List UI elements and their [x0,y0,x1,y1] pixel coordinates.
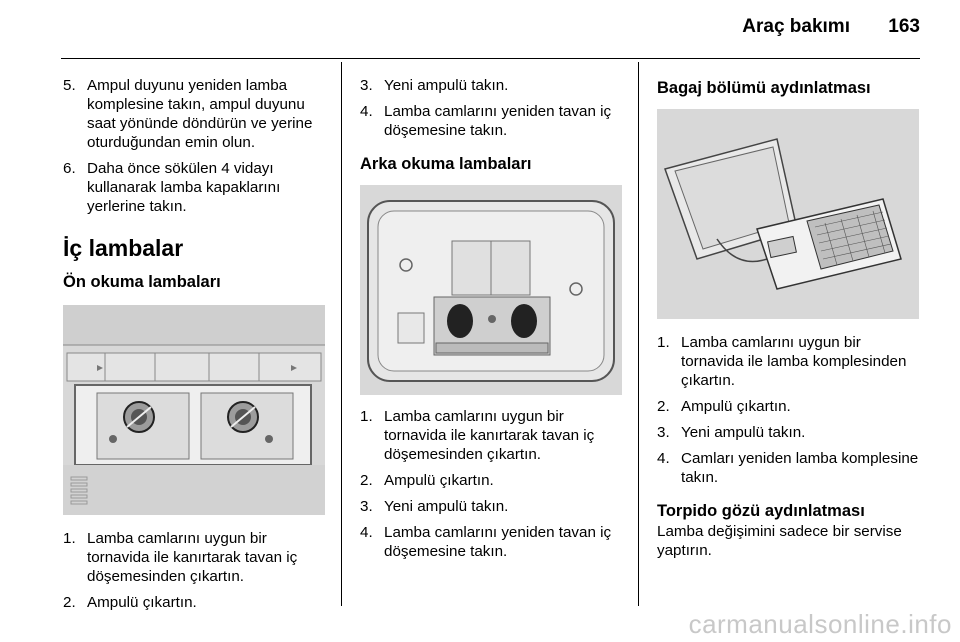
step-item: 2. Ampulü çıkartın. [360,471,622,490]
glovebox-lighting-text: Lamba değişimini sadece bir servise yapt… [657,523,902,559]
glovebox-lighting-title: Torpido gözü aydınlatması [657,502,865,520]
step-item: 5. Ampul duyunu yeniden lamba komplesine… [63,76,325,152]
step-item: 2. Ampulü çıkartın. [657,397,921,416]
step-text: Lamba camlarını uygun bir tornavida ile … [87,530,298,585]
step-text: Daha önce sökülen 4 vidayı kullanarak la… [87,160,281,215]
column-3: Bagaj bölümü aydınlatması 1. [657,76,921,560]
column-divider-1 [341,62,342,606]
trunk-lighting-figure [657,109,919,319]
column-divider-2 [638,62,639,606]
section-title: İç lambalar [63,235,184,261]
column-2: 3. Yeni ampulü takın. 4. Lamba camlarını… [360,76,622,568]
step-number: 3. [360,77,373,94]
step-item: 4. Camları yeniden lamba komplesine takı… [657,449,921,487]
step-item: 1. Lamba camlarını uygun bir tornavida i… [63,529,325,586]
step-text: Ampulü çıkartın. [87,594,197,611]
step-text: Yeni ampulü takın. [681,424,806,441]
page-header-title: Araç bakımı [742,16,850,37]
step-number: 1. [657,334,670,351]
step-item: 1. Lamba camlarını uygun bir tornavida i… [360,407,622,464]
step-item: 1. Lamba camlarını uygun bir tornavida i… [657,333,921,390]
step-text: Lamba camlarını yeniden tavan iç döşemes… [384,524,612,560]
step-number: 3. [360,498,373,515]
step-text: Camları yeniden lamba komplesine takın. [681,450,919,486]
step-number: 4. [657,450,670,467]
step-number: 2. [360,472,373,489]
step-text: Ampul duyunu yeniden lamba komplesine ta… [87,77,313,151]
step-text: Yeni ampulü takın. [384,77,509,94]
front-reading-lamps-figure [63,305,325,515]
rear-reading-lamps-title: Arka okuma lambaları [360,155,532,173]
front-reading-lamps-title: Ön okuma lambaları [63,273,221,291]
step-text: Lamba camlarını uygun bir tornavida ile … [384,408,595,463]
step-number: 1. [360,408,373,425]
rear-reading-lamps-figure [360,185,622,395]
step-text: Ampulü çıkartın. [681,398,791,415]
step-number: 3. [657,424,670,441]
step-text: Yeni ampulü takın. [384,498,509,515]
column-1: 5. Ampul duyunu yeniden lamba komplesine… [63,76,325,619]
step-number: 2. [657,398,670,415]
step-item: 3. Yeni ampulü takın. [657,423,921,442]
step-item: 3. Yeni ampulü takın. [360,497,622,516]
step-item: 3. Yeni ampulü takın. [360,76,622,95]
step-number: 4. [360,103,373,120]
watermark: carmanualsonline.info [688,609,952,639]
step-item: 4. Lamba camlarını yeniden tavan iç döşe… [360,523,622,561]
step-text: Lamba camlarını uygun bir tornavida ile … [681,334,907,389]
step-number: 5. [63,77,76,94]
step-number: 1. [63,530,76,547]
step-number: 4. [360,524,373,541]
step-item: 6. Daha önce sökülen 4 vidayı kullanarak… [63,159,325,216]
header-rule [61,58,920,59]
step-text: Lamba camlarını yeniden tavan iç döşemes… [384,103,612,139]
step-text: Ampulü çıkartın. [384,472,494,489]
step-item: 2. Ampulü çıkartın. [63,593,325,612]
page-number: 163 [888,16,920,37]
trunk-lighting-title: Bagaj bölümü aydınlatması [657,79,871,97]
step-number: 2. [63,594,76,611]
step-number: 6. [63,160,76,177]
step-item: 4. Lamba camlarını yeniden tavan iç döşe… [360,102,622,140]
